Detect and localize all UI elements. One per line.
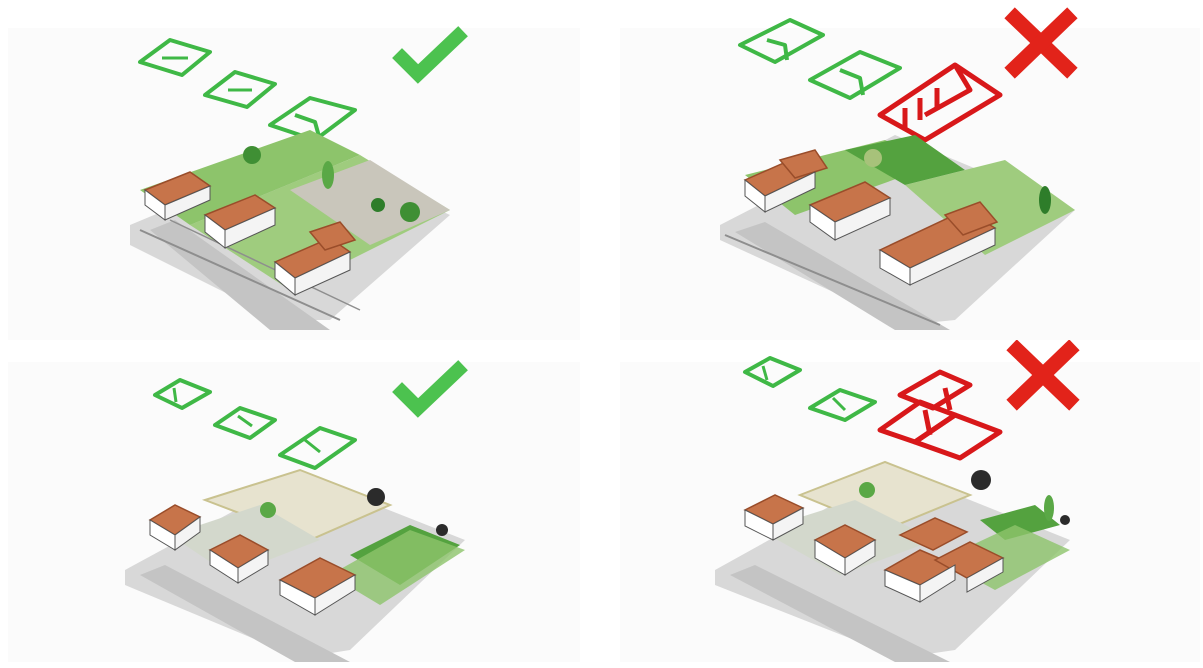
tree: [971, 470, 991, 490]
panel-bottom-right: [705, 340, 1095, 668]
tree: [371, 198, 385, 212]
panel-bottom-left: [110, 340, 480, 668]
tree: [243, 146, 261, 164]
panel-top-left: [110, 0, 480, 345]
roof-outline-icon-3: [280, 428, 355, 468]
street-scene: [130, 130, 450, 330]
tree: [322, 161, 334, 189]
roof-outline-icon-1: [140, 40, 210, 75]
roof-outline-icon-3: [880, 65, 1000, 140]
cross-icon: [1015, 18, 1067, 68]
roof-outline-icon-1: [740, 20, 823, 62]
tree: [859, 482, 875, 498]
tree: [1060, 515, 1070, 525]
roof-outline-icon-2: [810, 390, 875, 420]
street-scene: [720, 135, 1075, 330]
panel-top-right: [705, 0, 1095, 345]
tree: [1044, 495, 1054, 521]
checkmark-icon: [402, 370, 458, 408]
street-scene: [715, 462, 1070, 662]
roof-outline-icon-1: [155, 380, 210, 408]
tree: [260, 502, 276, 518]
tree: [864, 149, 882, 167]
tree: [436, 524, 448, 536]
roof-outline-icon-2: [810, 52, 900, 98]
tree: [400, 202, 420, 222]
tree: [367, 488, 385, 506]
tree: [1039, 186, 1051, 214]
roof-outline-icon-1: [745, 358, 800, 386]
roof-outline-icon-2: [205, 72, 275, 107]
roof-outline-icon-2: [215, 408, 275, 438]
checkmark-icon: [402, 36, 458, 74]
cross-icon: [1017, 350, 1069, 400]
street-scene: [125, 470, 465, 662]
roof-outline-icon-3: [880, 372, 1000, 458]
